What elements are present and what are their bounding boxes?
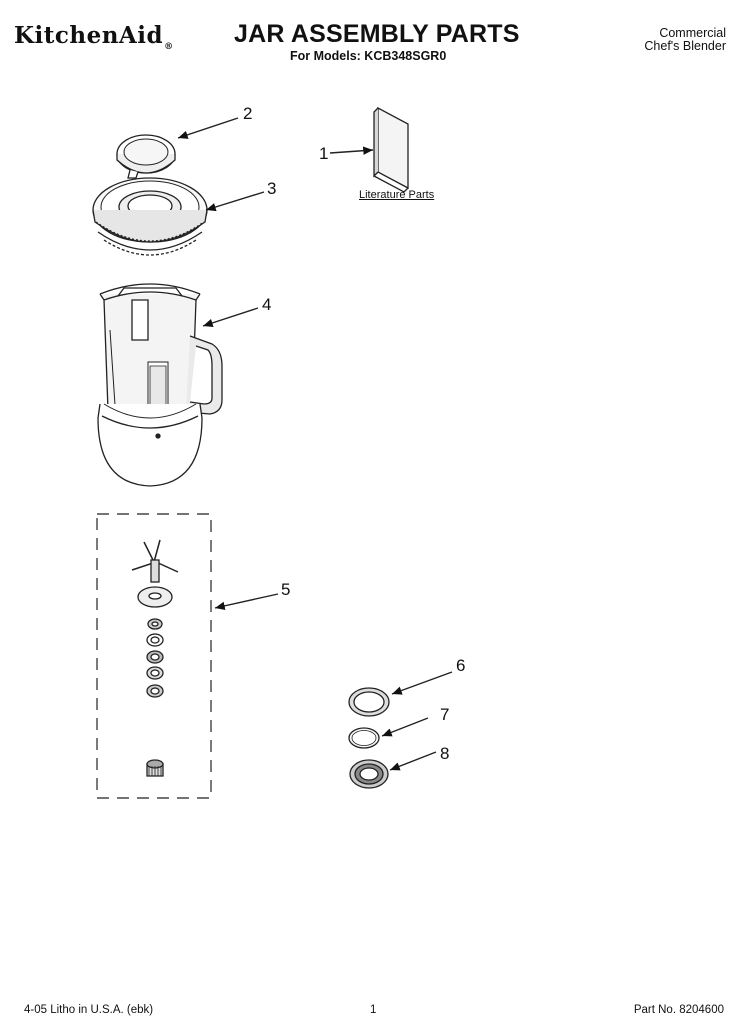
blender-jar	[97, 283, 223, 487]
callout-5: 5	[281, 580, 291, 599]
blade-assembly	[131, 539, 179, 777]
print-info: 4-05 Litho in U.S.A. (ebk)	[24, 1004, 154, 1016]
models-line: For Models: KCB348SGR0	[290, 49, 447, 63]
page-number: 1	[370, 1004, 377, 1016]
literature-booklet	[373, 106, 409, 193]
callout-1: 1	[319, 144, 329, 163]
callout-2: 2	[243, 104, 253, 123]
lid-cap	[116, 134, 176, 179]
leader-2	[177, 117, 239, 139]
part-number: Part No. 8204600	[633, 1004, 724, 1016]
product-type: Commercial Chef's Blender	[644, 27, 726, 53]
callout-7: 7	[440, 705, 450, 724]
callout-8: 8	[440, 744, 450, 763]
page-title: JAR ASSEMBLY PARTS	[234, 20, 520, 48]
leader-1	[329, 146, 374, 155]
jar-lid	[92, 177, 208, 256]
leader-3	[205, 191, 265, 212]
product-type-line-2: Chef's Blender	[644, 39, 726, 53]
ring-7	[348, 727, 380, 749]
brand-name: KitchenAid	[14, 22, 164, 49]
callout-6: 6	[456, 656, 466, 675]
leader-4	[202, 307, 259, 327]
product-type-line-1: Commercial	[659, 26, 726, 40]
leader-5	[214, 593, 279, 610]
gasket-6	[348, 687, 390, 717]
ring-8	[349, 759, 389, 789]
leader-8	[389, 751, 437, 771]
leader-7	[381, 717, 429, 737]
literature-parts-label: Literature Parts	[359, 189, 435, 201]
callout-4: 4	[262, 295, 272, 314]
brand-registered-mark: ®	[164, 41, 174, 52]
callout-3: 3	[267, 179, 277, 198]
brand-logo: KitchenAid®	[14, 22, 174, 52]
leader-6	[391, 671, 453, 695]
